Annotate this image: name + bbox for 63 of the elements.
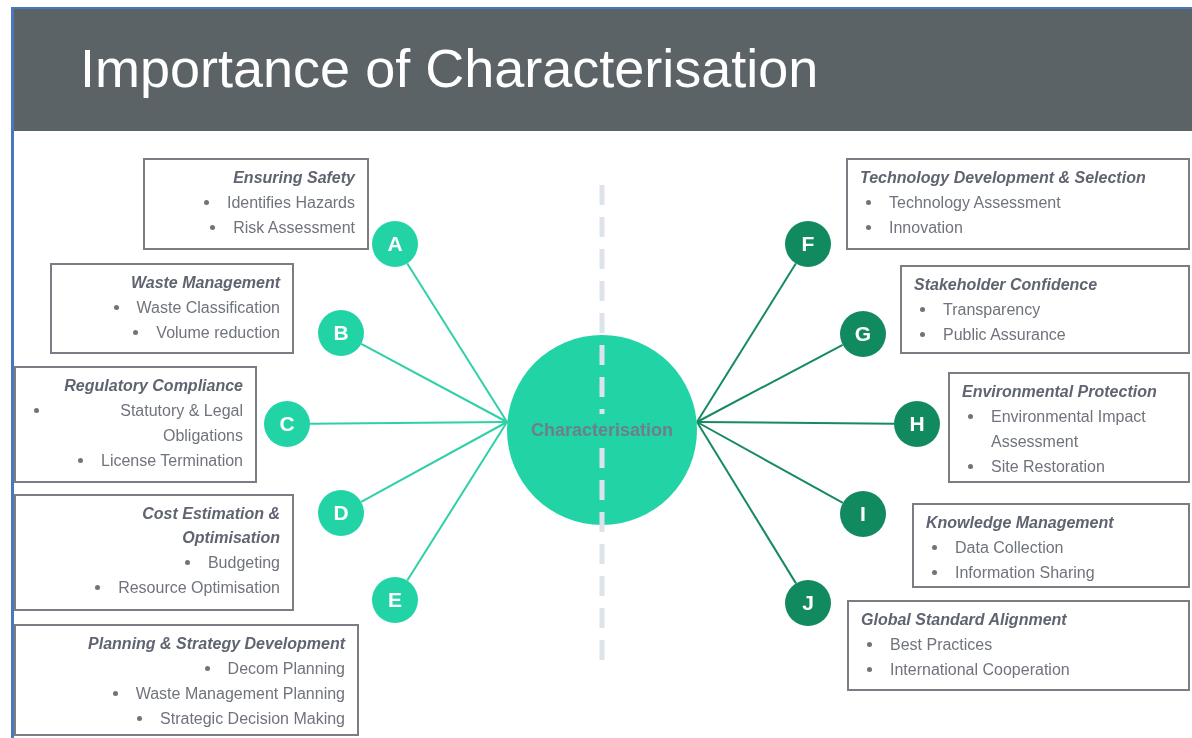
topic-box — [50, 263, 294, 354]
bullet-text: Site Restoration — [991, 457, 1105, 477]
topic-box — [846, 158, 1190, 250]
letter-circle: I — [840, 491, 886, 537]
topic-heading: Cost Estimation & Optimisation — [141, 504, 280, 548]
topic-heading: Technology Development & Selection — [860, 168, 1147, 188]
bullet-text: Waste Management Planning — [135, 684, 345, 704]
topic-box — [847, 600, 1190, 691]
topic-heading: Knowledge Management — [926, 513, 1115, 533]
bullet-text: Environmental Impact Assessment — [991, 407, 1147, 452]
topic-heading: Global Standard Alignment — [861, 610, 1068, 630]
connector-line — [696, 421, 797, 585]
bullet-text: International Cooperation — [890, 660, 1070, 680]
bullet-text: Public Assurance — [943, 325, 1066, 345]
topic-box — [14, 624, 359, 736]
connector-line — [360, 421, 508, 503]
bullet-text: Transparency — [943, 300, 1041, 320]
bullet-text: Best Practices — [890, 635, 993, 655]
bullet-text: Data Collection — [955, 538, 1064, 558]
bullet-text: Statutory & Legal Obligations — [119, 401, 243, 446]
bullet-text: Innovation — [889, 218, 963, 238]
topic-heading: Ensuring Safety — [232, 168, 355, 188]
letter-circle: J — [785, 580, 831, 626]
bullet-text: Information Sharing — [955, 563, 1095, 583]
bullet-text: Volume reduction — [156, 323, 280, 343]
slide-title: Importance of Characterisation — [80, 37, 819, 100]
letter-circle: B — [318, 310, 364, 356]
connector-line — [696, 262, 797, 423]
topic-box — [14, 366, 257, 483]
connector-line — [696, 421, 895, 425]
topic-heading: Regulatory Compliance — [63, 376, 243, 396]
letter-circle: C — [264, 401, 310, 447]
topic-heading: Stakeholder Confidence — [914, 275, 1099, 295]
bullet-text: Identifies Hazards — [226, 193, 355, 213]
letter-circle: H — [894, 401, 940, 447]
topic-box — [912, 503, 1190, 588]
bullet-text: Budgeting — [207, 553, 280, 573]
letter-circle: F — [785, 221, 831, 267]
topic-box — [143, 158, 369, 250]
connector-line — [406, 262, 508, 423]
connector-line — [360, 342, 508, 423]
topic-box — [14, 494, 294, 611]
topic-box — [948, 372, 1190, 483]
bullet-text: Decom Planning — [227, 659, 345, 679]
bullet-text: Strategic Decision Making — [160, 709, 345, 729]
letter-circle: D — [318, 490, 364, 536]
letter-circle: A — [372, 221, 418, 267]
letter-circle: E — [372, 577, 418, 623]
connector-line — [309, 421, 508, 425]
topic-heading: Planning & Strategy Development — [87, 634, 345, 654]
letter-circle: G — [840, 311, 886, 357]
connector-line — [406, 421, 508, 582]
hub-label: Characterisation — [530, 419, 674, 441]
connector-line — [696, 421, 844, 504]
bullet-text: Resource Optimisation — [118, 578, 280, 598]
connector-line — [696, 343, 844, 423]
bullet-text: Risk Assessment — [233, 218, 355, 238]
topic-heading: Waste Management — [129, 273, 280, 293]
bullet-text: License Termination — [101, 451, 243, 471]
topic-box — [900, 265, 1190, 354]
bullet-text: Waste Classification — [136, 298, 280, 318]
topic-heading: Environmental Protection — [962, 382, 1158, 402]
bullet-text: Technology Assessment — [889, 193, 1061, 213]
